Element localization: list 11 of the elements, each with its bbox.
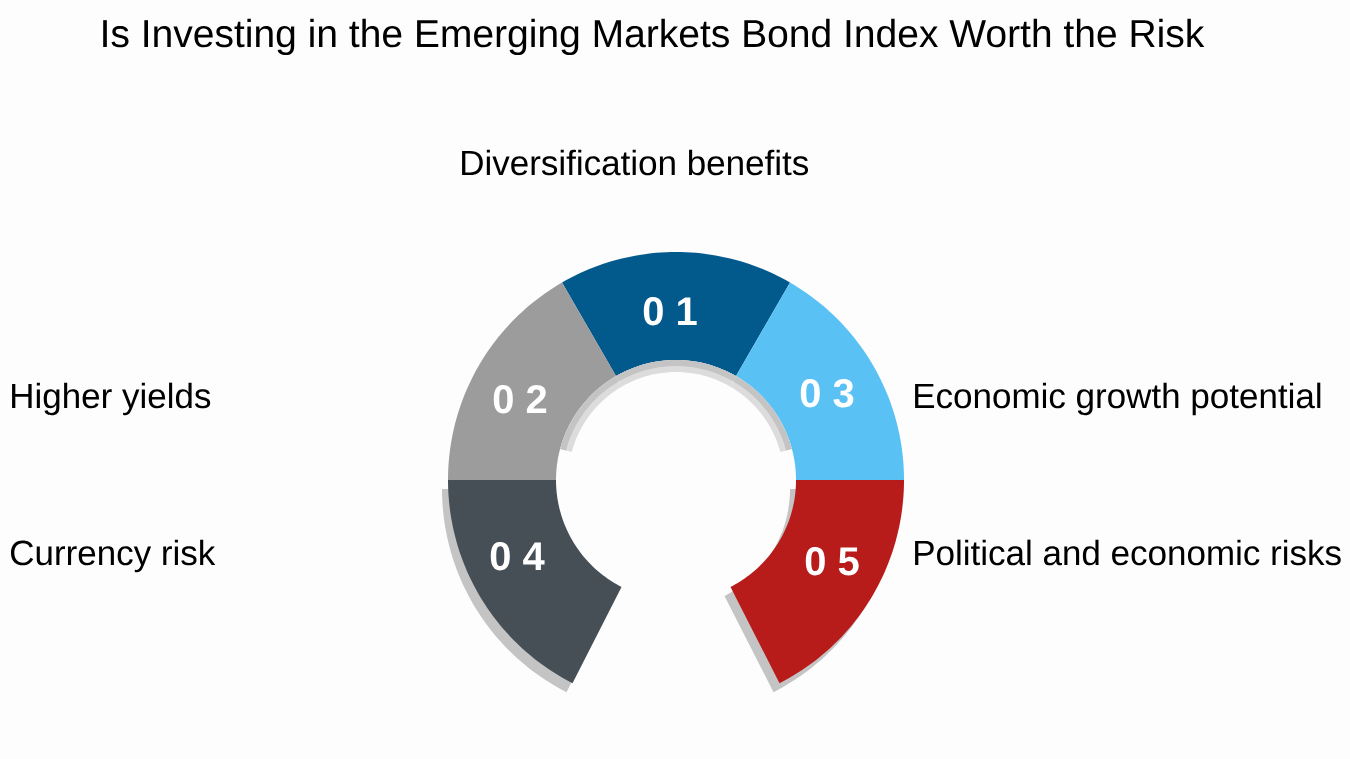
ring-segment: 0 3 xyxy=(730,282,904,480)
title: Is Investing in the Emerging Markets Bond Index Worth the Risk xyxy=(103,18,1205,56)
ring-segment: 0 2 xyxy=(448,282,622,480)
item-label: Economic growth potential xyxy=(915,382,1321,416)
item-label: Diversification benefits xyxy=(462,149,808,176)
item-label: Currency risk xyxy=(11,539,216,573)
ring-segment: 0 4 xyxy=(442,480,622,693)
item-label: Higher yields xyxy=(12,382,211,416)
ring-segment: 0 5 xyxy=(724,480,904,693)
ring-segment: 0 1 xyxy=(562,252,790,387)
item-label: Political and economic risks xyxy=(915,539,1341,566)
